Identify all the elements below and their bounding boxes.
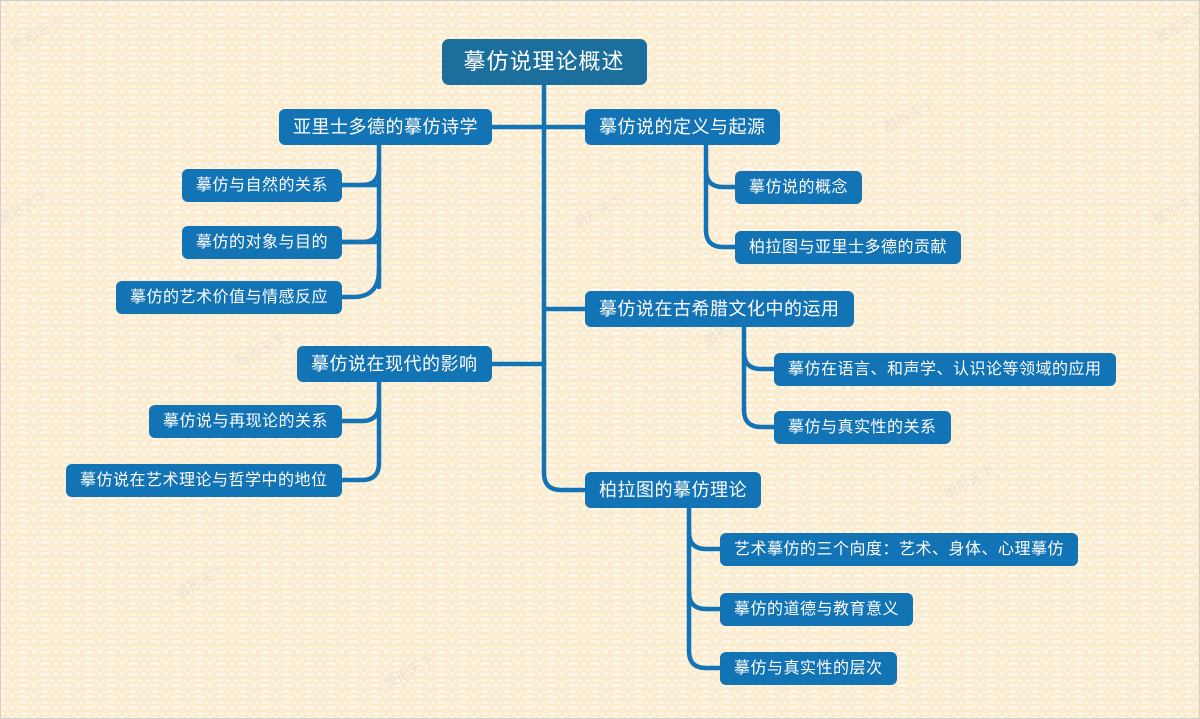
edge-right1-child-1 [703,167,739,190]
mindmap-node-left-1-child-1[interactable]: 摹仿与自然的关系 [182,169,343,202]
edge-right3-child-3 [686,648,724,671]
mindmap-node-left-1[interactable]: 亚里士多德的摹仿诗学 [279,109,492,145]
mindmap-node-right-2[interactable]: 摹仿说在古希腊文化中的运用 [585,291,854,327]
edge-left1-elbow-2 [339,222,382,245]
mindmap-root-node[interactable]: 摹仿说理论概述 [441,39,647,85]
edge-left1-child-3 [339,267,382,300]
mindmap-node-right-1[interactable]: 摹仿说的定义与起源 [585,109,780,145]
mindmap-node-right-3-child-3[interactable]: 摹仿与真实性的层次 [720,652,897,685]
mindmap-node-left-1-child-2[interactable]: 摹仿的对象与目的 [182,226,343,259]
mindmap-node-right-2-child-2[interactable]: 摹仿与真实性的关系 [774,411,951,444]
edge-right2-child-2 [741,407,778,430]
edge-right3-child-2 [686,589,724,612]
edge-root-trunk [541,82,589,493]
mindmap-node-left-2-child-2[interactable]: 摹仿说在艺术理论与哲学中的地位 [66,464,342,497]
edge-right1-child-2 [703,227,739,250]
edge-left2-child-2 [339,460,382,483]
mindmap-node-right-1-child-2[interactable]: 柏拉图与亚里士多德的贡献 [735,231,962,264]
mindmap-node-right-3-child-2[interactable]: 摹仿的道德与教育意义 [720,593,914,626]
edge-left1-elbow-1 [359,165,382,188]
edge-left2-child-1 [339,401,382,424]
edge-right2-child-1 [741,349,778,372]
mindmap-node-right-2-child-1[interactable]: 摹仿在语言、和声学、认识论等领域的应用 [774,353,1116,386]
mindmap-node-right-1-child-1[interactable]: 摹仿说的概念 [735,171,863,204]
mindmap-node-left-1-child-3[interactable]: 摹仿的艺术价值与情感反应 [116,281,343,314]
mindmap-node-right-3[interactable]: 柏拉图的摹仿理论 [585,472,761,508]
mindmap-node-left-2[interactable]: 摹仿说在现代的影响 [297,346,492,382]
edge-right3-child-1 [686,529,724,552]
mindmap-node-left-2-child-1[interactable]: 摹仿说与再现论的关系 [149,405,343,438]
mindmap-node-right-3-child-1[interactable]: 艺术摹仿的三个向度：艺术、身体、心理摹仿 [720,533,1079,566]
